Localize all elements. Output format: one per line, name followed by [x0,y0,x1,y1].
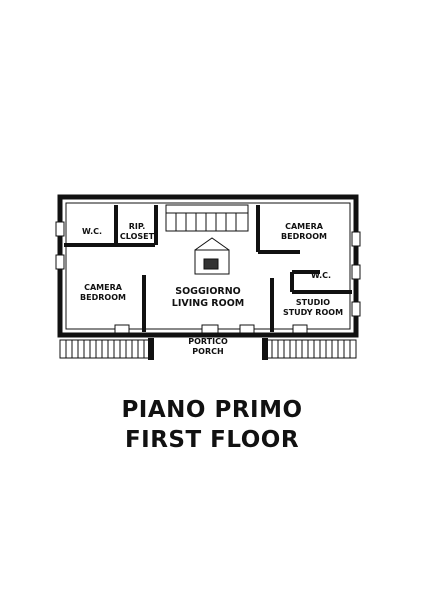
room-label-camera-left: CAMERA [84,283,123,292]
room-label-closet: CLOSET [120,232,155,241]
room-label-wc-2: W.C. [311,271,331,280]
room-label-study-room: STUDY ROOM [283,308,343,317]
room-label-porch: PORCH [192,347,223,356]
interior-walls [64,205,352,332]
porch-posts [148,338,268,360]
room-label-bedroom-left: BEDROOM [80,293,126,302]
fireplace-icon [194,237,230,275]
room-label-living-room: LIVING ROOM [172,298,244,309]
porch-railing-right [265,339,357,359]
plan-title-english: FIRST FLOOR [124,427,300,453]
porch-railing-left [59,339,151,359]
room-label-studio: STUDIO [296,298,330,307]
room-label-wc-1: W.C. [82,227,102,236]
room-label-bedroom-right: BEDROOM [281,232,327,241]
floor-plan: W.C. RIP. CLOSET CAMERA BEDROOM W.C. CAM… [55,194,361,360]
staircase [165,204,249,232]
room-label-rip: RIP. [129,222,146,231]
room-label-soggiorno: SOGGIORNO [175,286,240,297]
windows [55,221,361,334]
room-label-camera-right: CAMERA [285,222,324,231]
room-label-portico: PORTICO [188,337,228,346]
plan-title-italian: PIANO PRIMO [121,397,303,423]
